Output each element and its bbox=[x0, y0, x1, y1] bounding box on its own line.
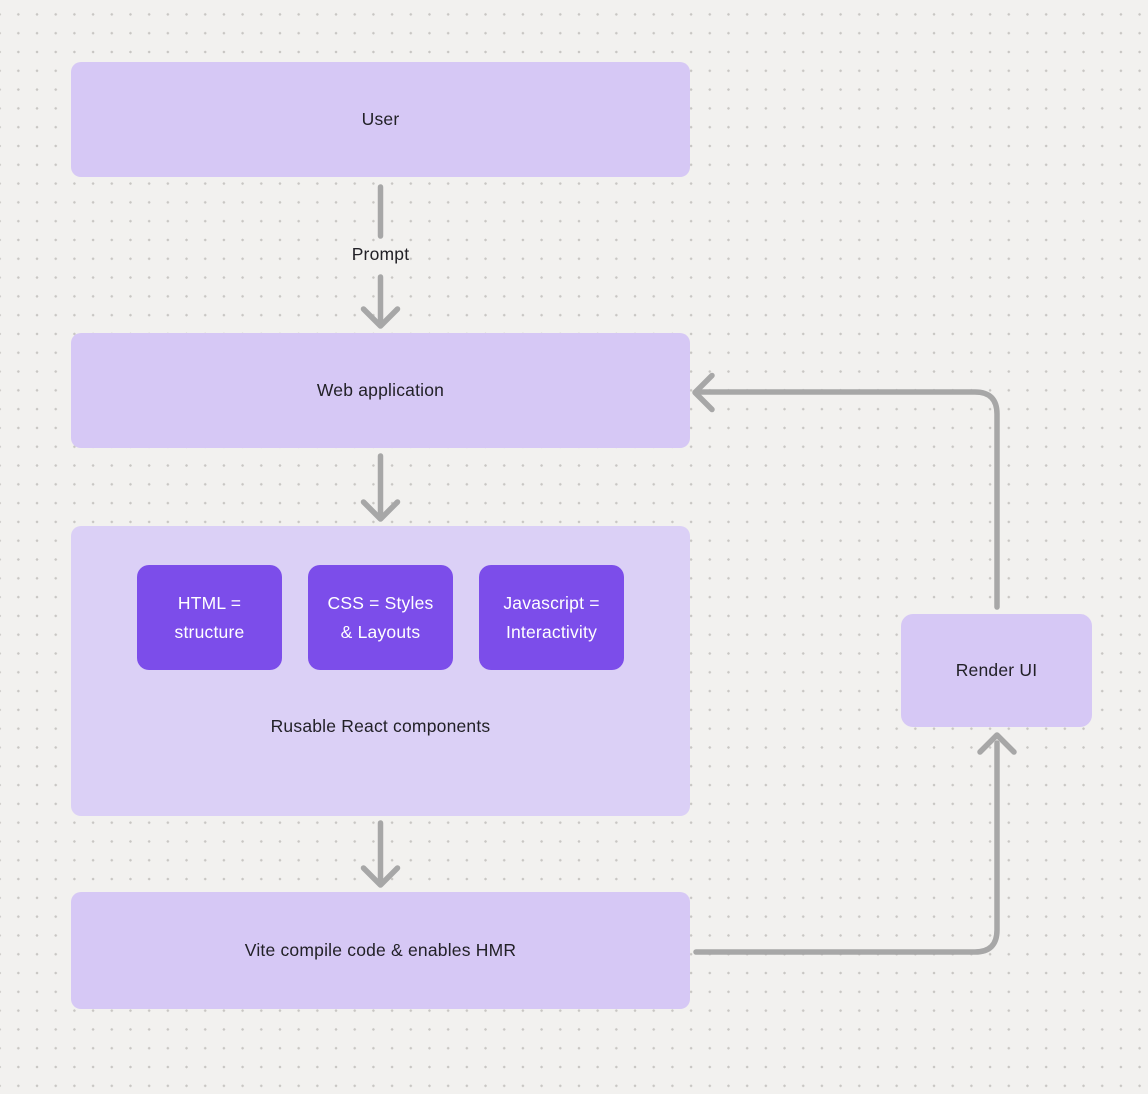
chip-javascript-line2: Interactivity bbox=[505, 621, 598, 642]
edge-label-prompt: Prompt bbox=[351, 244, 410, 264]
node-user: User bbox=[71, 62, 690, 177]
chip-css-line2: & Layouts bbox=[340, 621, 421, 642]
arrow-webapp-to-container-head bbox=[360, 499, 401, 522]
node-web-application: Web application bbox=[71, 333, 690, 448]
arrow-container-to-vite-head bbox=[360, 865, 401, 888]
connector-vite-to-render bbox=[693, 740, 1000, 955]
arrow-prompt-to-webapp-head bbox=[360, 306, 401, 329]
chip-html-line2: structure bbox=[174, 621, 245, 642]
node-render-ui-label: Render UI bbox=[955, 660, 1038, 680]
chip-javascript-line1: Javascript = bbox=[503, 592, 600, 613]
components-container-caption: Rusable React components bbox=[270, 716, 491, 736]
chip-javascript: Javascript = Interactivity bbox=[479, 565, 624, 670]
connector-render-to-webapp-head bbox=[692, 372, 715, 413]
chip-css: CSS = Styles & Layouts bbox=[308, 565, 453, 670]
node-user-label: User bbox=[361, 109, 400, 129]
connector-vite-to-render-head bbox=[977, 732, 1017, 755]
node-web-application-label: Web application bbox=[316, 380, 445, 400]
components-chip-row: HTML = structure CSS = Styles & Layouts … bbox=[137, 565, 624, 670]
node-vite-label: Vite compile code & enables HMR bbox=[244, 940, 517, 960]
node-render-ui: Render UI bbox=[901, 614, 1092, 727]
chip-html-line1: HTML = bbox=[177, 592, 242, 613]
chip-css-line1: CSS = Styles bbox=[327, 592, 434, 613]
connector-render-to-webapp bbox=[698, 389, 1000, 610]
node-vite: Vite compile code & enables HMR bbox=[71, 892, 690, 1009]
chip-html: HTML = structure bbox=[137, 565, 282, 670]
node-components-container: HTML = structure CSS = Styles & Layouts … bbox=[71, 526, 690, 816]
